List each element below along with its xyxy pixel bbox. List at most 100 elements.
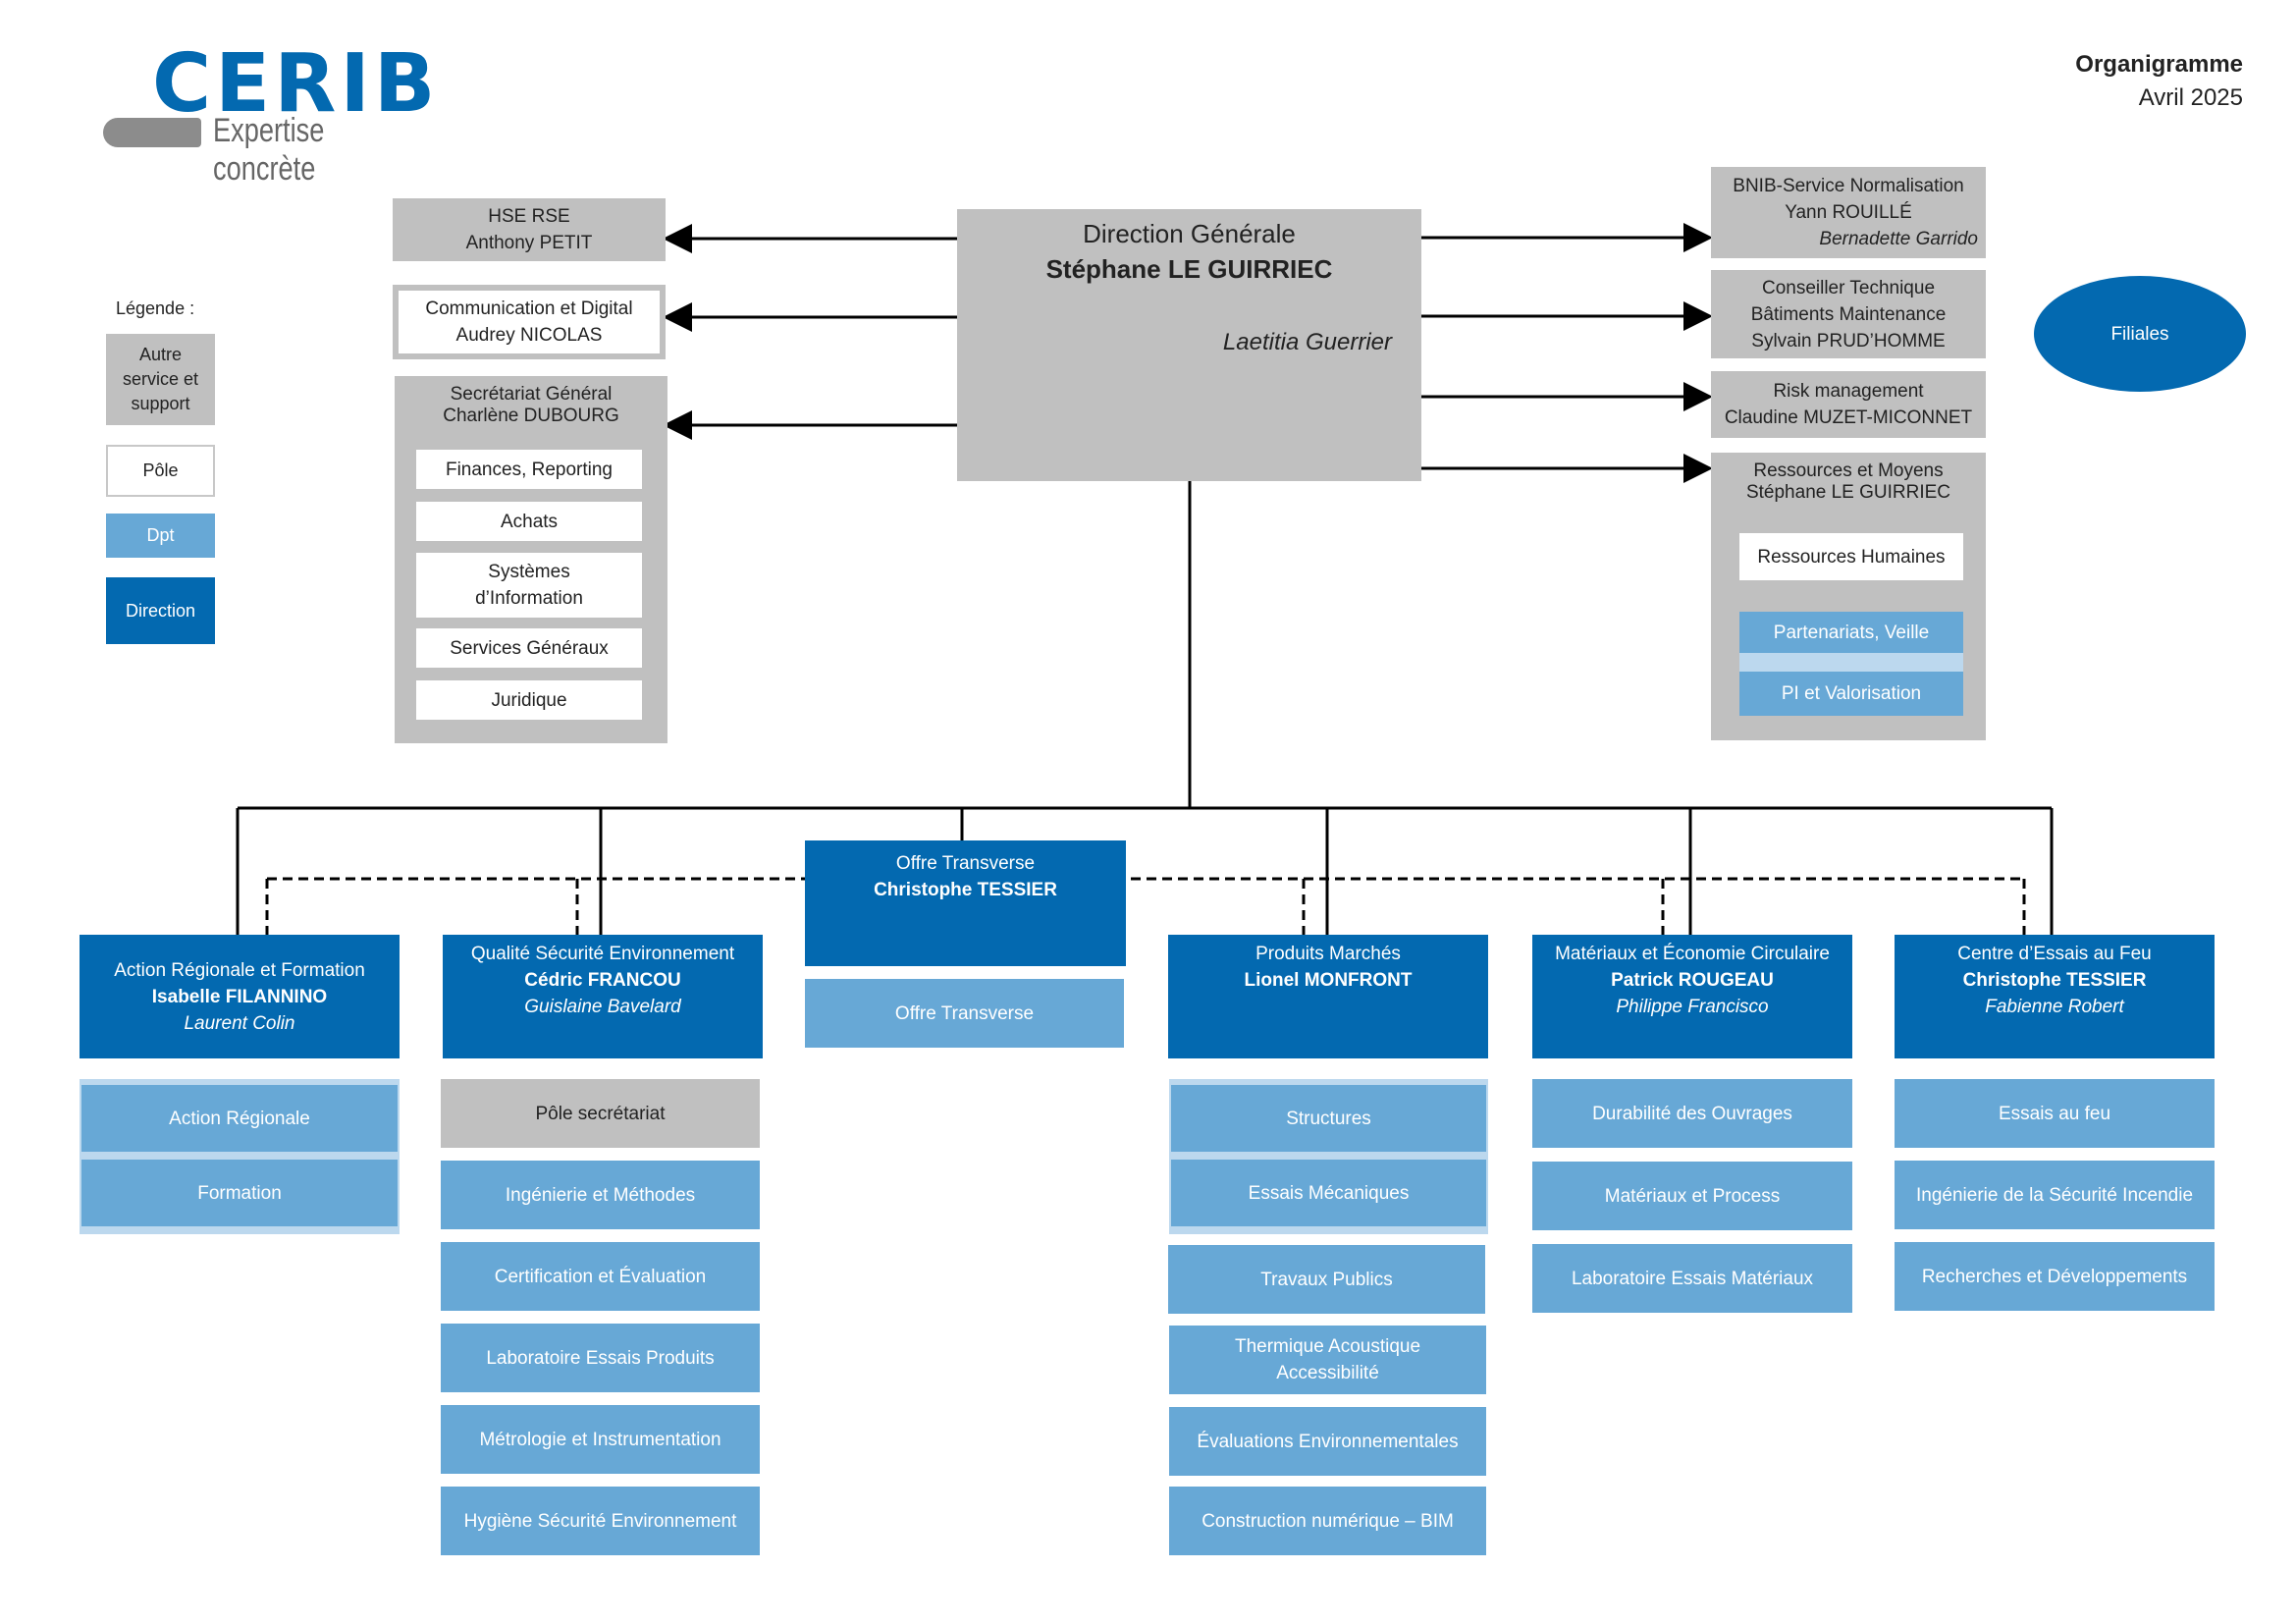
- direction-box: Action Régionale et Formation Isabelle F…: [80, 935, 400, 1058]
- direction-name: Patrick ROUGEAU: [1611, 970, 1774, 991]
- dpt-label: Évaluations Environnementales: [1197, 1431, 1459, 1452]
- legend-direction-label: Direction: [125, 600, 196, 621]
- bnib-assistant: Bernadette Garrido: [1819, 229, 1978, 249]
- communication-box: Communication et Digital Audrey NICOLAS: [393, 285, 666, 359]
- dpt-box: Durabilité des Ouvrages: [1532, 1079, 1852, 1148]
- bnib-name: Yann ROUILLÉ: [1785, 202, 1912, 223]
- direction-name: Christophe TESSIER: [1962, 970, 2147, 991]
- dpt-box: Travaux Publics: [1168, 1245, 1485, 1314]
- direction-assistant: Guislaine Bavelard: [524, 997, 681, 1017]
- dpt-box: Essais Mécaniques: [1171, 1160, 1486, 1226]
- page-title: Organigramme: [2075, 51, 2243, 78]
- dpt-label: Ingénierie et Méthodes: [505, 1184, 696, 1206]
- dpt-box: Certification et Évaluation: [441, 1242, 760, 1311]
- direction-assistant: Laurent Colin: [184, 1012, 295, 1034]
- conseiller-subtitle: Bâtiments Maintenance: [1750, 303, 1947, 325]
- dpt-label: Laboratoire Essais Matériaux: [1571, 1268, 1814, 1289]
- dpt-label: Action Régionale: [169, 1108, 310, 1129]
- dpt-box: Évaluations Environnementales: [1169, 1407, 1486, 1476]
- ressources-dpt: PI et Valorisation: [1739, 672, 1963, 716]
- dpt-label: Travaux Publics: [1260, 1269, 1393, 1290]
- dpt-label: Offre Transverse: [894, 1002, 1035, 1024]
- legend-support: Autre service et support: [106, 334, 215, 425]
- dpt-box: Construction numérique – BIM: [1169, 1487, 1486, 1555]
- dpt-label: Thermique Acoustique Accessibilité: [1234, 1336, 1421, 1383]
- direction-box: Matériaux et Économie Circulaire Patrick…: [1532, 935, 1852, 1058]
- cerib-logo: CERIB Expertise concrète: [103, 37, 435, 188]
- filiales-label: Filiales: [2110, 323, 2169, 345]
- dpt-box: Recherches et Développements: [1895, 1242, 2215, 1311]
- legend-dpt: Dpt: [106, 514, 215, 558]
- ressources-title: Ressources et Moyens: [1753, 460, 1944, 481]
- dpt-label: Pôle secrétariat: [535, 1103, 666, 1124]
- dpt-box: Ingénierie et Méthodes: [441, 1161, 760, 1229]
- hse-title: HSE RSE: [488, 206, 570, 227]
- legend-dpt-label: Dpt: [146, 525, 175, 545]
- dpt-box: Métrologie et Instrumentation: [441, 1405, 760, 1474]
- ressources-box: Ressources et Moyens Stéphane LE GUIRRIE…: [1711, 453, 1986, 740]
- direction-name: Lionel MONFRONT: [1244, 970, 1413, 991]
- logo-tagline: Expertise concrète: [213, 112, 325, 188]
- dpt-label: Formation: [197, 1182, 282, 1204]
- secretariat-item: Juridique: [416, 680, 642, 720]
- direction-box: Centre d’Essais au Feu Christophe TESSIE…: [1895, 935, 2215, 1058]
- ressources-humaines-pole: Ressources Humaines: [1739, 533, 1963, 580]
- dpt-label: Hygiène Sécurité Environnement: [463, 1510, 737, 1532]
- pole-secretariat-box: Pôle secrétariat: [441, 1079, 760, 1148]
- dpt-box: Structures: [1171, 1085, 1486, 1152]
- dpt-box: Formation: [81, 1160, 398, 1226]
- secretariat-name: Charlène DUBOURG: [443, 406, 619, 426]
- ressources-name: Stéphane LE GUIRRIEC: [1745, 482, 1951, 503]
- conseiller-title: Conseiller Technique: [1761, 277, 1936, 298]
- communication-inner: Communication et Digital Audrey NICOLAS: [399, 291, 660, 353]
- dpt-group: Structures Essais Mécaniques: [1169, 1079, 1488, 1234]
- direction-title: Qualité Sécurité Environnement: [470, 944, 735, 964]
- dpt-box: Hygiène Sécurité Environnement: [441, 1487, 760, 1555]
- secretariat-item-label: Juridique: [491, 689, 567, 711]
- direction-title: Matériaux et Économie Circulaire: [1555, 944, 1830, 964]
- dpt-label: Recherches et Développements: [1921, 1266, 2188, 1287]
- dpt-box: Thermique Acoustique Accessibilité: [1169, 1326, 1486, 1394]
- legend-support-label: Autre service et support: [122, 345, 199, 413]
- direction-box: Qualité Sécurité Environnement Cédric FR…: [443, 935, 763, 1058]
- dpt-label: Ingénierie de la Sécurité Incendie: [1915, 1184, 2194, 1206]
- risk-box: Risk management Claudine MUZET-MICONNET: [1711, 371, 1986, 438]
- direction-assistant: Fabienne Robert: [1985, 997, 2124, 1017]
- bnib-box: BNIB-Service Normalisation Yann ROUILLÉ …: [1711, 167, 1986, 258]
- secretariat-item: Services Généraux: [416, 628, 642, 668]
- secretariat-item: Systèmes d’Information: [416, 553, 642, 618]
- secretariat-item-label: Finances, Reporting: [445, 459, 614, 480]
- hse-box: HSE RSE Anthony PETIT: [393, 198, 666, 261]
- dpt-label: Laboratoire Essais Produits: [486, 1347, 715, 1369]
- filiales-ellipse[interactable]: Filiales: [2034, 276, 2246, 392]
- ressources-dpt: Partenariats, Veille: [1739, 612, 1963, 653]
- direction-title: Produits Marchés: [1255, 944, 1401, 964]
- direction-generale-box: Direction Générale Stéphane LE GUIRRIEC …: [957, 209, 1421, 481]
- legend-direction: Direction: [106, 577, 215, 644]
- ressources-dpt-label: Partenariats, Veille: [1773, 622, 1930, 643]
- direction-assistant: Philippe Francisco: [1616, 997, 1769, 1017]
- dpt-label: Essais au feu: [1998, 1103, 2111, 1124]
- dg-name: Stéphane LE GUIRRIEC: [1045, 254, 1333, 284]
- dpt-label: Durabilité des Ouvrages: [1592, 1103, 1792, 1124]
- secretariat-item: Achats: [416, 502, 642, 541]
- secretariat-item-label: Systèmes d’Information: [475, 562, 583, 609]
- direction-title: Offre Transverse: [895, 853, 1036, 874]
- legend-pole: Pôle: [106, 445, 215, 497]
- communication-title: Communication et Digital: [425, 298, 633, 319]
- dpt-label: Construction numérique – BIM: [1201, 1510, 1454, 1532]
- bnib-title: BNIB-Service Normalisation: [1733, 176, 1964, 196]
- direction-box: Produits Marchés Lionel MONFRONT: [1168, 935, 1488, 1058]
- dg-assistant: Laetitia Guerrier: [1222, 329, 1392, 355]
- conseiller-box: Conseiller Technique Bâtiments Maintenan…: [1711, 270, 1986, 358]
- logo-brand: CERIB: [152, 37, 440, 131]
- direction-name: Isabelle FILANNINO: [151, 986, 328, 1007]
- secretariat-title: Secrétariat Général: [450, 384, 613, 405]
- dpt-box: Offre Transverse: [805, 979, 1124, 1048]
- dpt-label: Essais Mécaniques: [1248, 1182, 1410, 1204]
- direction-title: Centre d’Essais au Feu: [1957, 944, 2152, 964]
- risk-title: Risk management: [1773, 381, 1924, 402]
- direction-title: Action Régionale et Formation: [114, 959, 365, 981]
- risk-name: Claudine MUZET-MICONNET: [1724, 407, 1973, 428]
- communication-name: Audrey NICOLAS: [455, 325, 603, 346]
